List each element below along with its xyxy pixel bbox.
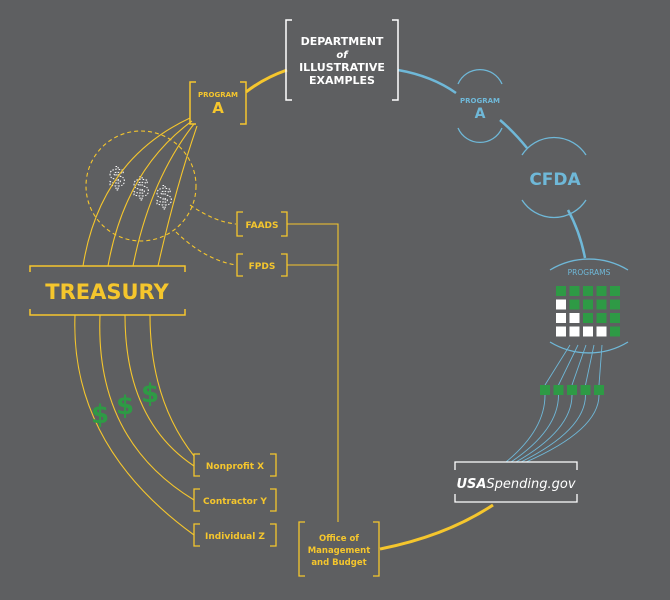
cfda-node: CFDA <box>521 136 587 219</box>
output-usaspending-line <box>525 394 600 463</box>
program-cell <box>556 299 566 310</box>
green-dollar-3: $ <box>141 379 159 409</box>
program-cell <box>556 286 566 296</box>
green-dollar-1: $ <box>91 400 109 430</box>
recipient-contractor-y: Contractor Y <box>193 488 277 512</box>
program-output-line <box>558 344 579 386</box>
output-squares <box>540 385 604 395</box>
omb-line-2: Management <box>308 546 371 556</box>
program-cell <box>569 313 580 323</box>
program-cell <box>556 313 566 323</box>
green-dollar-signs: $ $ $ <box>91 379 159 430</box>
output-usaspending-line <box>510 394 559 463</box>
recipient-individual-z-label: Individual Z <box>205 532 265 542</box>
program-output-line <box>585 344 595 386</box>
dotted-dollar-2: $ <box>132 173 150 203</box>
program-a-blue-node: PROGRAM A <box>457 68 503 144</box>
dotted-dollar-3: $ <box>155 182 173 212</box>
program-a-yellow-box: PROGRAM A <box>189 81 247 125</box>
program-a-yellow-letter: A <box>212 99 224 117</box>
program-cell <box>583 313 593 323</box>
faads-label: FAADS <box>246 221 279 231</box>
dollars-circle <box>85 130 197 242</box>
treasury-box: TREASURY <box>29 265 186 316</box>
program-cell <box>610 313 620 323</box>
omb-line-3: and Budget <box>311 558 366 568</box>
arc-program-to-department <box>245 68 288 94</box>
treasury-label: TREASURY <box>45 280 169 304</box>
program-cell <box>569 286 580 296</box>
recipient-individual-z: Individual Z <box>193 523 277 547</box>
faads-fpds-to-omb-connector <box>287 223 339 522</box>
output-square <box>580 385 591 395</box>
arc-usaspending-to-omb <box>379 503 494 551</box>
program-cell <box>596 313 607 323</box>
output-usaspending-line <box>515 394 573 463</box>
usaspending-box: USASpending.gov <box>454 461 578 503</box>
dash-to-fpds <box>175 231 237 266</box>
output-square <box>567 385 577 395</box>
program-to-treasury-curves <box>82 117 198 267</box>
output-square <box>553 385 564 395</box>
fpds-box: FPDS <box>236 253 288 277</box>
department-line-3: ILLUSTRATIVE <box>299 61 385 74</box>
recipient-contractor-y-label: Contractor Y <box>203 497 267 507</box>
recipient-nonprofit-x: Nonprofit X <box>193 453 277 477</box>
program-cell <box>583 299 593 310</box>
usaspending-suffix: Spending.gov <box>486 477 575 492</box>
dash-to-faads <box>189 204 237 225</box>
department-line-4: EXAMPLES <box>309 74 375 87</box>
program-cell <box>596 326 607 337</box>
treasury-to-recipients-curves <box>74 314 195 536</box>
arc-program-blue-to-cfda <box>499 119 528 149</box>
output-usaspending-line <box>520 394 586 463</box>
program-cell <box>596 286 607 296</box>
recipient-nonprofit-x-label: Nonprofit X <box>206 462 264 472</box>
department-line-2: of <box>336 50 349 61</box>
usaspending-prefix: USA <box>456 477 486 492</box>
department-box: DEPARTMENT of ILLUSTRATIVE EXAMPLES <box>285 19 399 101</box>
usaspending-label: USASpending.gov <box>456 477 575 492</box>
output-usaspending-line <box>505 394 546 463</box>
program-cell <box>556 326 566 337</box>
green-dollar-2: $ <box>116 391 134 421</box>
program-cell <box>596 299 607 310</box>
output-to-usaspending-lines <box>505 394 600 463</box>
fpds-label: FPDS <box>249 262 276 272</box>
program-cell <box>583 286 593 296</box>
arc-department-to-program-blue <box>397 68 457 95</box>
programs-grid <box>556 286 620 337</box>
program-cell <box>610 299 620 310</box>
program-output-line <box>544 344 571 386</box>
omb-line-1: Office of <box>319 534 359 544</box>
program-a-blue-letter: A <box>475 106 486 122</box>
omb-box: Office of Management and Budget <box>298 521 380 577</box>
program-a-blue-label: PROGRAM <box>460 97 500 105</box>
program-cell <box>569 299 580 310</box>
program-a-yellow-label: PROGRAM <box>198 91 238 99</box>
program-output-line <box>598 344 603 386</box>
programs-to-output-lines <box>544 344 603 386</box>
output-square <box>594 385 604 395</box>
program-output-line <box>571 344 587 386</box>
dotted-dollar-signs: $ $ $ <box>107 163 173 213</box>
cfda-label: CFDA <box>529 170 581 190</box>
program-cell <box>610 286 620 296</box>
program-cell <box>569 326 580 337</box>
arc-cfda-to-programs <box>566 209 587 259</box>
department-line-1: DEPARTMENT <box>301 35 384 48</box>
programs-node: PROGRAMS <box>549 258 629 354</box>
output-square <box>540 385 550 395</box>
program-cell <box>583 326 593 337</box>
programs-label: PROGRAMS <box>568 268 611 277</box>
faads-box: FAADS <box>236 211 288 237</box>
program-cell <box>610 326 620 337</box>
